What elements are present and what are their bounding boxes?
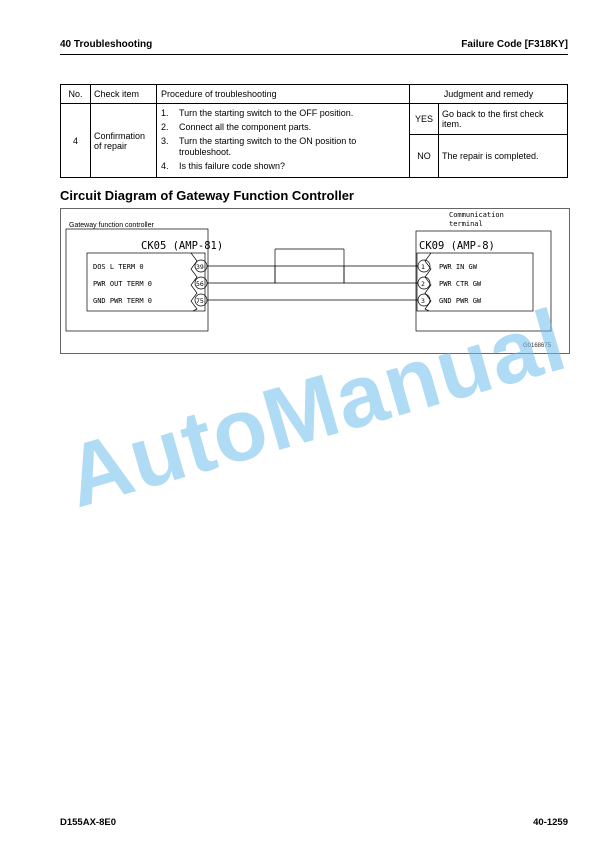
table-row: NO The repair is completed. <box>61 134 568 178</box>
right-pin-name: PWR IN GW <box>439 263 478 271</box>
right-pin-number: 1 <box>421 263 425 271</box>
row-check-item: Confirmation of repair <box>90 103 157 178</box>
wire-2 <box>207 265 418 284</box>
procedure-step: 4.Is this failure code shown? <box>161 161 286 171</box>
right-pin-number: 3 <box>421 297 425 305</box>
terminal-box <box>415 230 552 332</box>
table-row: 4 Confirmation of repair 1.Turn the star… <box>60 103 568 178</box>
row-number: 4 <box>60 103 91 178</box>
header-failure-code: Failure Code [F318KY] <box>461 39 568 50</box>
left-pin-name: PWR OUT TERM 0 <box>93 280 152 288</box>
procedure-step: 2.Connect all the component parts. <box>161 122 312 132</box>
left-pin-name: DOS L TERM 0 <box>93 263 144 271</box>
yes-remedy: Go back to the first check item. <box>438 103 568 135</box>
header-check-item: Check item <box>90 84 157 104</box>
left-connector-label: CK05 (AMP-81) <box>141 240 223 252</box>
controller-box <box>65 228 209 332</box>
header-no: No. <box>60 84 91 104</box>
left-pin-number: 56 <box>196 280 204 288</box>
terminal-label-1: Communication <box>449 211 504 219</box>
page-header: 40 Troubleshooting Failure Code [F318KY] <box>60 38 568 55</box>
right-connector-box <box>416 252 534 312</box>
right-pin-number: 2 <box>421 280 425 288</box>
procedure-step: 3.Turn the starting switch to the ON pos… <box>161 136 357 157</box>
left-connector-box <box>86 252 206 312</box>
figure-code: G0168675 <box>523 343 552 349</box>
no-label: NO <box>409 134 439 178</box>
terminal-label-2: terminal <box>449 220 483 228</box>
header-judgment: Judgment and remedy <box>409 84 568 104</box>
right-pin-name: PWR CTR GW <box>439 280 482 288</box>
left-pin-name: GND PWR TERM 0 <box>93 297 152 305</box>
wire-1 <box>207 265 418 284</box>
left-pin-number: 39 <box>196 263 204 271</box>
header-procedure: Procedure of troubleshooting <box>156 84 410 104</box>
right-connector-label: CK09 (AMP-8) <box>419 240 495 252</box>
table-header-row: No. Check item Procedure of troubleshoot… <box>60 84 568 104</box>
troubleshooting-table: No. Check item Procedure of troubleshoot… <box>60 84 568 178</box>
header-section: 40 Troubleshooting <box>60 39 153 50</box>
section-title: Circuit Diagram of Gateway Function Cont… <box>60 188 354 203</box>
circuit-svg: Gateway function controller CK05 (AMP-81… <box>65 211 552 349</box>
footer-page-number: 40-1259 <box>533 817 568 828</box>
controller-label: Gateway function controller <box>69 222 154 229</box>
footer-model: D155AX-8E0 <box>60 817 116 828</box>
row-procedure: 1.Turn the starting switch to the OFF po… <box>156 103 410 178</box>
no-remedy: The repair is completed. <box>438 134 568 178</box>
left-pin-number: 75 <box>196 297 204 305</box>
yes-label: YES <box>409 103 439 135</box>
procedure-step: 1.Turn the starting switch to the OFF po… <box>161 108 354 118</box>
right-pin-name: GND PWR GW <box>439 297 482 305</box>
circuit-diagram: Gateway function controller CK05 (AMP-81… <box>60 208 570 354</box>
